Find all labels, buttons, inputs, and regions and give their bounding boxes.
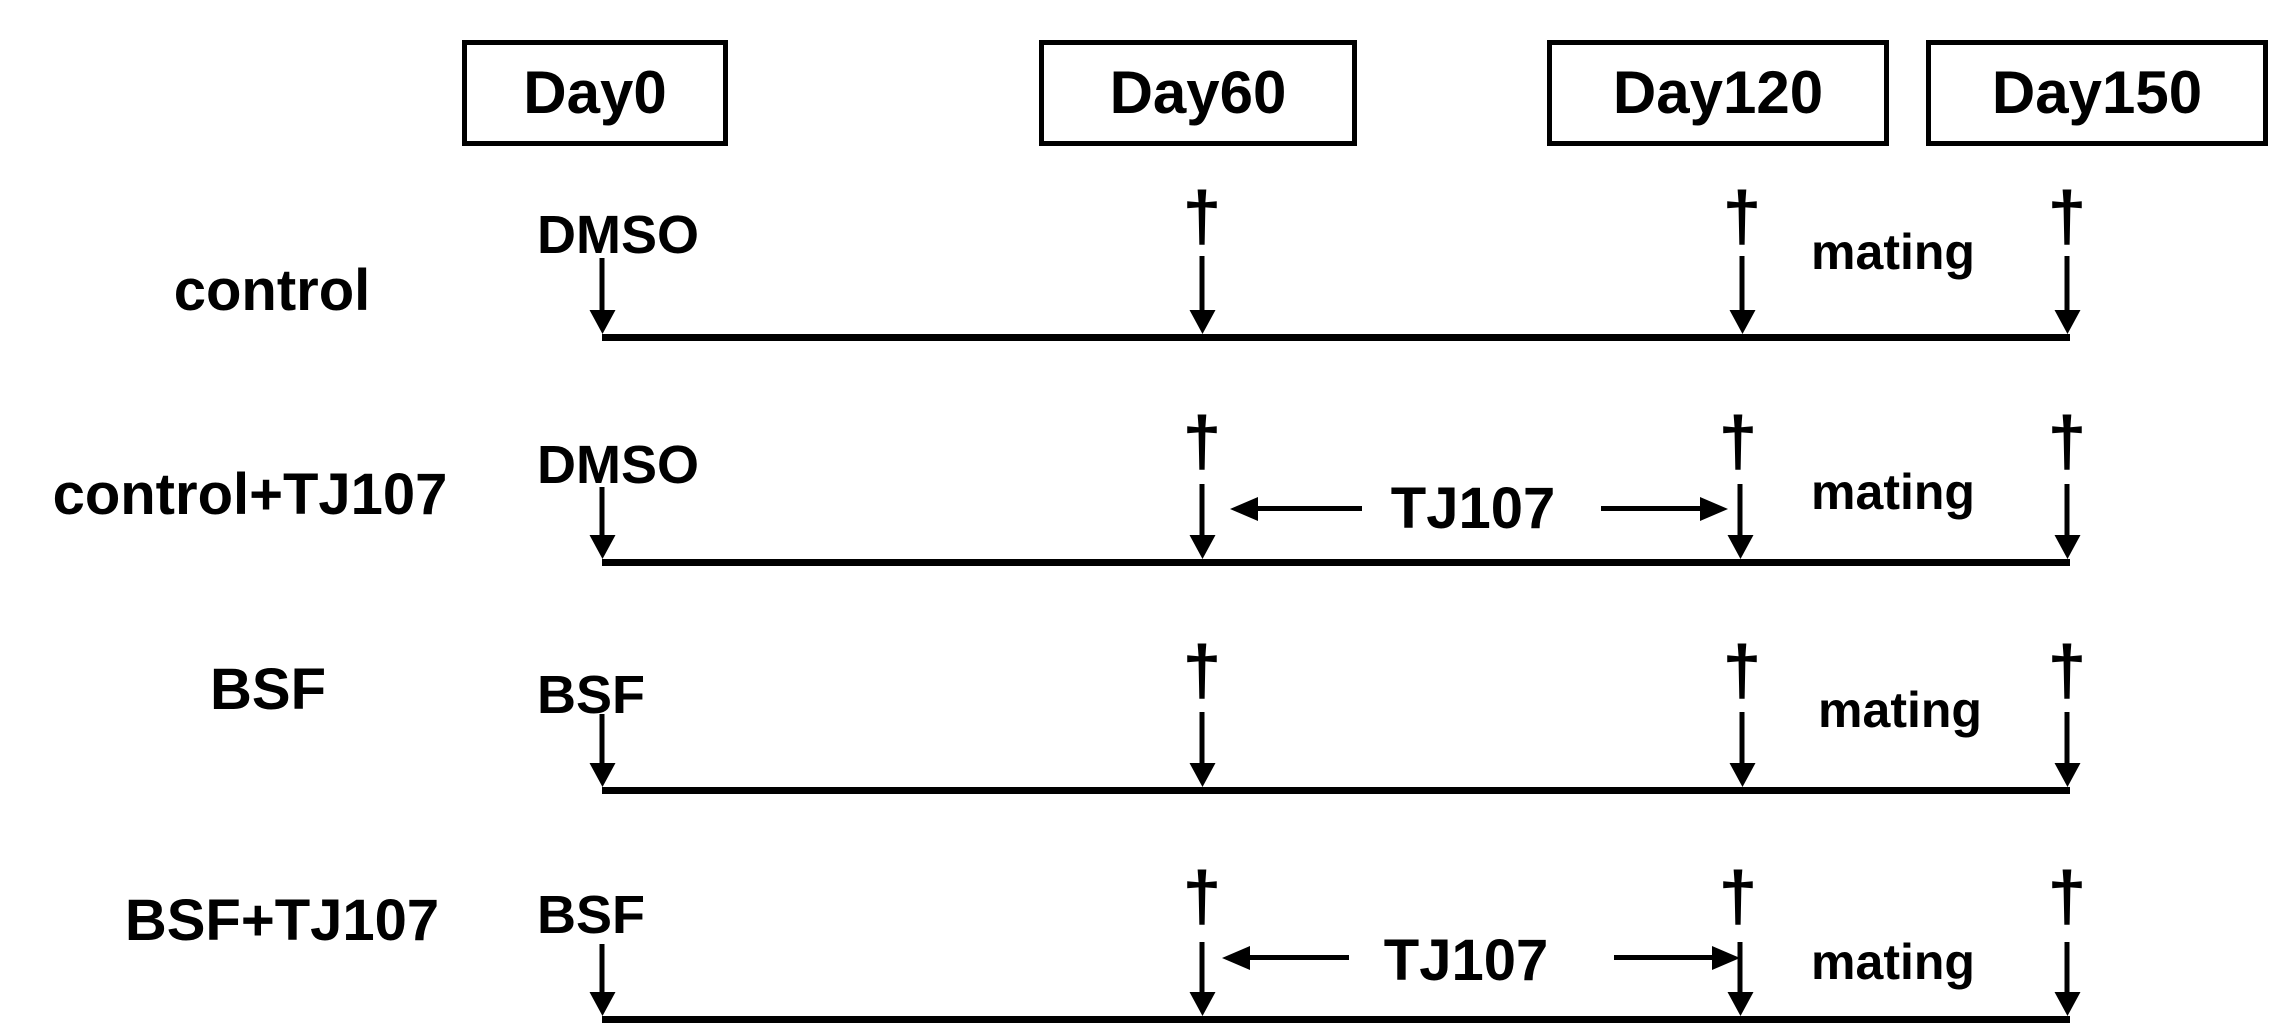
treatment-label: BSF <box>537 885 645 945</box>
down-arrow-icon <box>1199 942 1205 992</box>
tj107-label: TJ107 <box>1390 476 1556 541</box>
dagger-icon: † <box>2047 177 2087 255</box>
tj107-left-arrow-icon <box>1250 955 1349 960</box>
down-arrow-icon <box>2064 256 2070 310</box>
treatment-label: DMSO <box>537 205 699 265</box>
dagger-icon: † <box>1182 177 1222 255</box>
timepoint-box-day60: Day60 <box>1039 40 1357 146</box>
mating-label: mating <box>1818 682 1982 738</box>
timepoint-label-day60: Day60 <box>1109 59 1287 126</box>
down-arrow-icon <box>1739 256 1745 310</box>
dagger-icon: † <box>2047 631 2087 709</box>
dagger-icon: † <box>1718 402 1758 480</box>
timepoint-box-day0: Day0 <box>462 40 728 146</box>
timepoint-label-day150: Day150 <box>1991 59 2203 126</box>
timepoint-label-day0: Day0 <box>523 59 667 126</box>
mating-label: mating <box>1811 934 1975 990</box>
down-arrow-icon <box>1199 712 1205 763</box>
down-arrow-icon <box>1199 256 1205 310</box>
dagger-icon: † <box>1718 857 1758 935</box>
dagger-icon: † <box>1182 631 1222 709</box>
dagger-icon: † <box>1182 857 1222 935</box>
tj107-right-arrow-icon <box>1601 506 1700 511</box>
down-arrow-icon <box>599 944 605 992</box>
timeline-line <box>602 559 2070 566</box>
group-label: BSF+TJ107 <box>124 888 440 953</box>
down-arrow-icon <box>2064 712 2070 763</box>
timeline-line <box>602 1016 2070 1023</box>
dagger-icon: † <box>1722 631 1762 709</box>
mating-label: mating <box>1811 224 1975 280</box>
timepoint-label-day120: Day120 <box>1612 59 1824 126</box>
down-arrow-icon <box>1199 484 1205 535</box>
tj107-left-arrow-icon <box>1258 506 1362 511</box>
tj107-label: TJ107 <box>1383 928 1549 993</box>
tj107-right-arrow-icon <box>1614 955 1712 960</box>
down-arrow-icon <box>599 258 605 310</box>
dagger-icon: † <box>1722 177 1762 255</box>
dagger-icon: † <box>2047 857 2087 935</box>
mating-label: mating <box>1811 464 1975 520</box>
group-label: control+TJ107 <box>52 462 448 527</box>
treatment-label: DMSO <box>537 435 699 495</box>
down-arrow-icon <box>1739 712 1745 763</box>
dagger-icon: † <box>1182 402 1222 480</box>
down-arrow-icon <box>1737 484 1743 535</box>
timeline-line <box>602 787 2070 794</box>
group-label: control <box>173 258 371 323</box>
down-arrow-icon <box>599 487 605 535</box>
group-label: BSF <box>210 657 326 722</box>
down-arrow-icon <box>599 714 605 763</box>
dagger-icon: † <box>2047 402 2087 480</box>
timeline-line <box>602 334 2070 341</box>
treatment-label: BSF <box>537 665 645 725</box>
timepoint-box-day150: Day150 <box>1926 40 2268 146</box>
down-arrow-icon <box>2064 942 2070 992</box>
timepoint-box-day120: Day120 <box>1547 40 1889 146</box>
down-arrow-icon <box>2064 484 2070 535</box>
down-arrow-icon <box>1737 942 1743 992</box>
